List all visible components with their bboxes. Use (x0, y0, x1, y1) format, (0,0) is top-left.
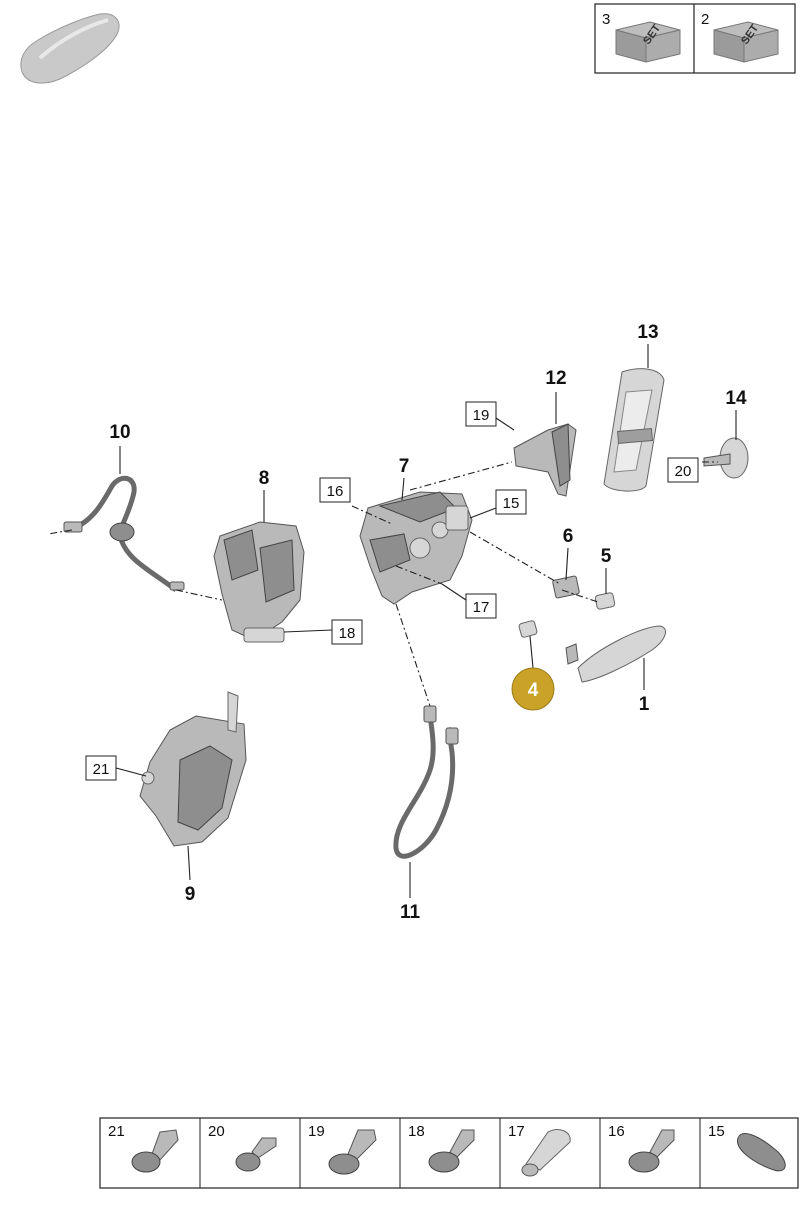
part-7-lock-mechanism-icon (359, 491, 473, 605)
callout-14: 14 (725, 388, 747, 409)
callout-13: 13 (637, 322, 658, 343)
svg-text:21: 21 (93, 761, 110, 778)
set-box-3-number: 3 (602, 11, 610, 28)
svg-text:20: 20 (675, 463, 692, 480)
callout-5: 5 (601, 546, 612, 567)
set-block-icon: SET (615, 21, 681, 63)
fastener-cell-18-label: 18 (408, 1123, 425, 1140)
screw-18-icon (428, 1129, 475, 1173)
callout-8: 8 (259, 468, 270, 489)
fastener-cell-16-label: 16 (608, 1123, 625, 1140)
callout-box-21: 21 (85, 755, 117, 781)
callout-12: 12 (545, 368, 566, 389)
part-13-frame-icon (603, 368, 665, 492)
callout-box-17: 17 (465, 593, 497, 619)
callout-box-19: 19 (465, 401, 497, 427)
screw-16-icon (628, 1129, 675, 1173)
leader-lines (47, 344, 737, 898)
fastener-cell-19-label: 19 (308, 1123, 325, 1140)
callout-11: 11 (400, 902, 421, 923)
set-box-group: 3 2 SET SET (594, 3, 796, 74)
callout-6: 6 (563, 526, 574, 547)
svg-text:17: 17 (473, 599, 490, 616)
callout-9: 9 (185, 884, 196, 905)
screw-20-icon (235, 1137, 277, 1172)
part-4-seal-icon (518, 620, 538, 638)
screw-19-icon (328, 1129, 377, 1175)
fastener-cell-17-label: 17 (508, 1123, 525, 1140)
svg-text:18: 18 (339, 625, 356, 642)
callout-4[interactable]: 4 (528, 680, 539, 701)
set-block-icon: SET (713, 21, 779, 63)
screw-21-icon (131, 1129, 179, 1173)
callout-box-15: 15 (495, 489, 527, 515)
callout-4-highlight[interactable]: 4 (511, 667, 555, 711)
part-11-cable-icon (393, 705, 459, 859)
callout-7: 7 (399, 456, 410, 477)
part-9-housing-icon (139, 691, 247, 847)
part-12-bracket-icon (513, 423, 577, 497)
callout-10: 10 (109, 422, 130, 443)
svg-text:19: 19 (473, 407, 490, 424)
set-box-2-number: 2 (701, 11, 709, 28)
boxed-callouts: 19 20 16 15 17 18 21 (85, 401, 699, 781)
fastener-cell-15-label: 15 (708, 1123, 725, 1140)
fastener-cell-20-label: 20 (208, 1123, 225, 1140)
cap-15-icon (737, 1133, 786, 1172)
callout-box-18: 18 (331, 619, 363, 645)
part-14-clip-icon (703, 437, 749, 479)
part-10-cable-icon (63, 475, 185, 592)
rivet-17-icon (521, 1129, 571, 1177)
callout-box-20: 20 (667, 457, 699, 483)
highlight-circle[interactable] (511, 667, 555, 711)
part-6-plate-icon (552, 575, 580, 599)
callout-1: 1 (639, 694, 650, 715)
part-1-handle-icon (565, 625, 667, 683)
fastener-cell-21-label: 21 (108, 1123, 125, 1140)
bold-callouts: 10 8 7 12 13 14 6 5 1 9 11 (109, 322, 747, 923)
callout-box-16: 16 (319, 477, 351, 503)
part-5-gasket-icon (594, 592, 616, 610)
part-8-latch-icon (213, 521, 305, 643)
svg-text:15: 15 (503, 495, 520, 512)
fastener-table: 21 20 19 18 17 16 15 (99, 1117, 799, 1189)
vehicle-thumbnail-icon (20, 13, 120, 84)
svg-text:16: 16 (327, 483, 344, 500)
